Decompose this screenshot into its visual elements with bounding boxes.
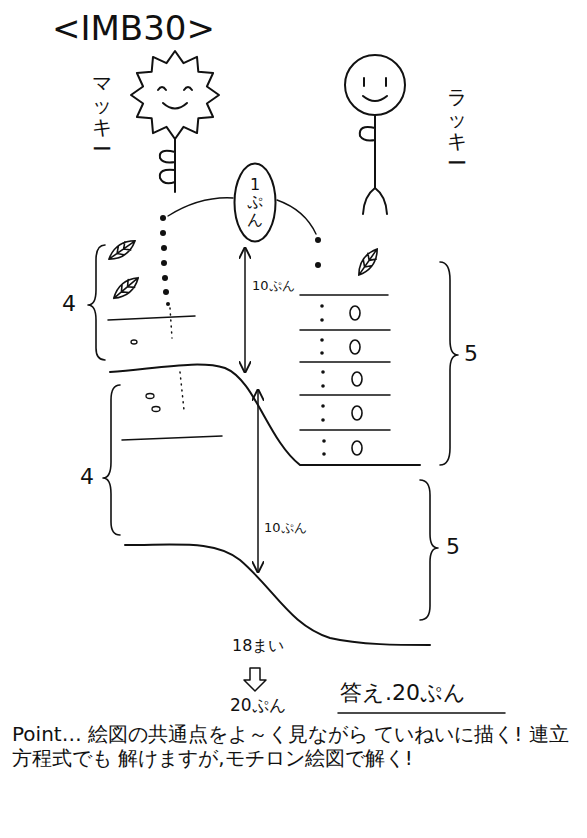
coin-mark bbox=[350, 340, 360, 354]
leaf-mark bbox=[131, 340, 137, 344]
point-note: Point… 絵図の共通点をよ～く見ながら ていねいに描く! 連立方程式でも 解… bbox=[12, 722, 575, 770]
time-label: 10ぷん bbox=[252, 278, 295, 294]
character-name: マッキー bbox=[92, 72, 112, 160]
dot bbox=[160, 230, 166, 236]
dot bbox=[320, 304, 324, 308]
face bbox=[158, 87, 192, 109]
dot bbox=[315, 237, 321, 243]
dot bbox=[160, 215, 166, 221]
brace bbox=[440, 262, 458, 465]
count-label: 4 bbox=[80, 464, 94, 490]
count-label: 18まい bbox=[232, 636, 284, 655]
sun-head bbox=[131, 51, 219, 139]
count-label: 4 bbox=[62, 291, 76, 317]
time-arrow bbox=[257, 390, 259, 572]
answer-underline bbox=[338, 712, 505, 714]
head bbox=[345, 55, 405, 115]
dot bbox=[162, 275, 168, 281]
coin-mark bbox=[352, 406, 362, 420]
division-curve bbox=[125, 544, 430, 645]
brace bbox=[88, 245, 105, 360]
division-curve bbox=[110, 365, 420, 465]
dot bbox=[163, 289, 169, 295]
answer-text: 答え.20ぷん bbox=[340, 680, 466, 706]
diagram-title: <IMB30> bbox=[52, 8, 215, 49]
dot bbox=[321, 384, 325, 388]
dot bbox=[322, 452, 326, 456]
node-text: 1ぷん bbox=[247, 176, 263, 229]
dotted-line bbox=[170, 308, 184, 410]
face bbox=[363, 78, 387, 101]
leaf bbox=[110, 274, 142, 303]
count-label: 5 bbox=[464, 341, 478, 367]
time-label: 10ぷん bbox=[264, 520, 307, 536]
time-arrow bbox=[244, 248, 246, 372]
row-line bbox=[300, 295, 390, 430]
brace bbox=[420, 480, 438, 620]
dot bbox=[161, 260, 167, 266]
dot bbox=[320, 351, 324, 355]
leaf bbox=[106, 236, 139, 263]
character-name: ラッキー bbox=[447, 86, 467, 174]
dot bbox=[322, 439, 326, 443]
body bbox=[160, 139, 175, 192]
coin-mark bbox=[352, 372, 362, 386]
row-line bbox=[108, 316, 222, 440]
result-arrow bbox=[244, 668, 266, 691]
dot bbox=[320, 338, 324, 342]
coin-mark bbox=[350, 306, 360, 320]
dot bbox=[321, 418, 325, 422]
leader-line bbox=[168, 198, 233, 216]
result-label: 20ぷん bbox=[230, 695, 286, 715]
leader-line bbox=[277, 200, 316, 234]
dot bbox=[321, 404, 325, 408]
dot bbox=[320, 318, 324, 322]
leaf bbox=[354, 246, 381, 279]
brace bbox=[103, 385, 120, 535]
leaf-mark bbox=[152, 407, 160, 412]
body bbox=[360, 115, 387, 214]
coin-mark bbox=[352, 441, 362, 455]
dot bbox=[315, 262, 321, 268]
count-label: 5 bbox=[446, 534, 460, 560]
time-oval: 1ぷん bbox=[233, 162, 277, 243]
dot bbox=[161, 245, 167, 251]
dot bbox=[166, 302, 170, 306]
dot bbox=[321, 370, 325, 374]
leaf-mark bbox=[146, 394, 154, 399]
